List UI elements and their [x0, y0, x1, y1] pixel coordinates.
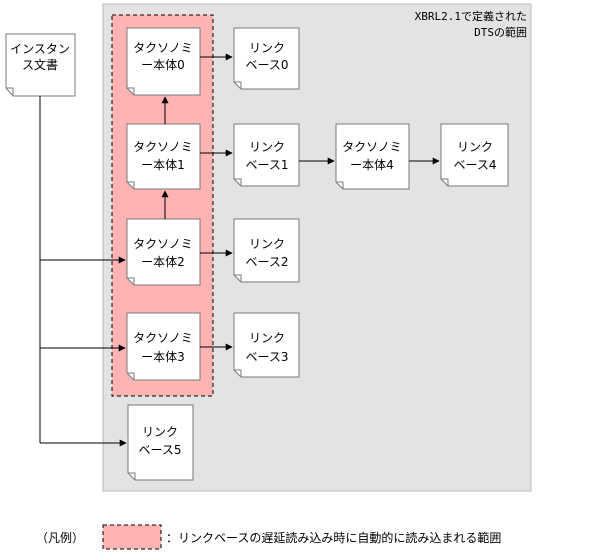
instance-document: インスタン ス文書: [5, 33, 76, 97]
linkbase-label: リンク: [457, 140, 493, 154]
linkbase-label: ベース4: [453, 158, 496, 172]
taxonomy-label: ー本体3: [141, 350, 185, 364]
taxonomy-label: ー本体4: [350, 158, 394, 172]
dts-region-label: DTSの範囲: [474, 25, 527, 39]
legend-swatch: [102, 524, 162, 550]
linkbase-label: ベース1: [245, 158, 288, 172]
taxonomy-2: タクソノミ ー本体2: [126, 218, 201, 286]
linkbase-label: リンク: [249, 41, 285, 55]
linkbase-label: ベース3: [245, 350, 288, 364]
linkbase-label: リンク: [249, 331, 285, 345]
linkbase-label: ベース0: [245, 58, 288, 72]
linkbase-3: リンク ベース3: [233, 312, 300, 378]
taxonomy-label: タクソノミ: [342, 140, 402, 154]
taxonomy-label: ー本体2: [141, 255, 185, 269]
taxonomy-label: タクソノミ: [133, 41, 193, 55]
connectors: [39, 53, 440, 447]
taxonomy-label: タクソノミ: [133, 140, 193, 154]
dts-region-label: XBRL2.1で定義された: [415, 9, 527, 23]
linkbase-label: リンク: [142, 425, 178, 439]
taxonomy-label: ー本体1: [141, 158, 185, 172]
taxonomy-4: タクソノミ ー本体4: [335, 123, 410, 190]
linkbase-1: リンク ベース1: [233, 123, 300, 187]
linkbase-4: リンク ベース4: [440, 123, 509, 187]
instance-label: インスタン: [10, 42, 70, 56]
legend-description: ：リンクベースの遅延読み込み時に自動的に読み込まれる範囲: [166, 530, 501, 545]
linkbase-5: リンク ベース5: [127, 404, 194, 481]
taxonomy-0: タクソノミ ー本体0: [126, 27, 201, 96]
taxonomy-label: タクソノミ: [133, 331, 193, 345]
taxonomy-label: ー本体0: [141, 58, 185, 72]
instance-label: ス文書: [22, 57, 58, 72]
linkbase-label: リンク: [249, 237, 285, 251]
linkbase-0: リンク ベース0: [233, 27, 300, 90]
taxonomy-3: タクソノミ ー本体3: [126, 312, 201, 381]
linkbase-label: ベース5: [138, 443, 181, 457]
linkbase-label: リンク: [249, 140, 285, 154]
taxonomy-1: タクソノミ ー本体1: [126, 123, 201, 190]
linkbase-label: ベース2: [245, 255, 288, 269]
linkbase-2: リンク ベース2: [233, 218, 300, 283]
taxonomy-label: タクソノミ: [133, 237, 193, 251]
legend-title: （凡例）: [36, 531, 84, 545]
